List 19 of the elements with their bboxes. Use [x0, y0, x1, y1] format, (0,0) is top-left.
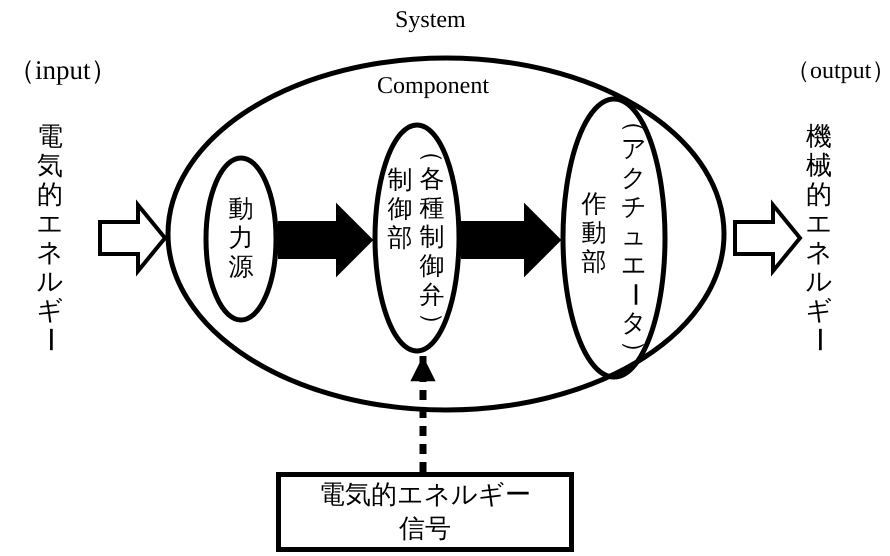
part-label: 作動部 — [580, 190, 608, 277]
signal-box: 電気的エネルギー信号 — [276, 472, 574, 552]
part-label: （各種制御弁） — [418, 137, 446, 339]
heading-label: System — [395, 7, 466, 34]
block-arrow — [461, 202, 562, 278]
component-ellipse — [203, 155, 279, 323]
hollow-arrow — [733, 199, 803, 277]
part-label: 動力源 — [228, 195, 254, 282]
energy-label: 電気的エネルギー — [34, 122, 66, 354]
io-label: （output） — [786, 57, 890, 86]
heading-label: Component — [377, 73, 489, 100]
component-ellipse — [372, 122, 462, 354]
block-arrow — [278, 202, 374, 278]
hollow-arrow — [98, 199, 168, 277]
io-label: （input） — [8, 54, 118, 87]
part-label: 制御部 — [386, 166, 414, 253]
part-label: （アクチュエータ） — [620, 107, 648, 367]
component-ellipse — [560, 96, 668, 380]
energy-label: 機械的エネルギー — [803, 122, 835, 354]
